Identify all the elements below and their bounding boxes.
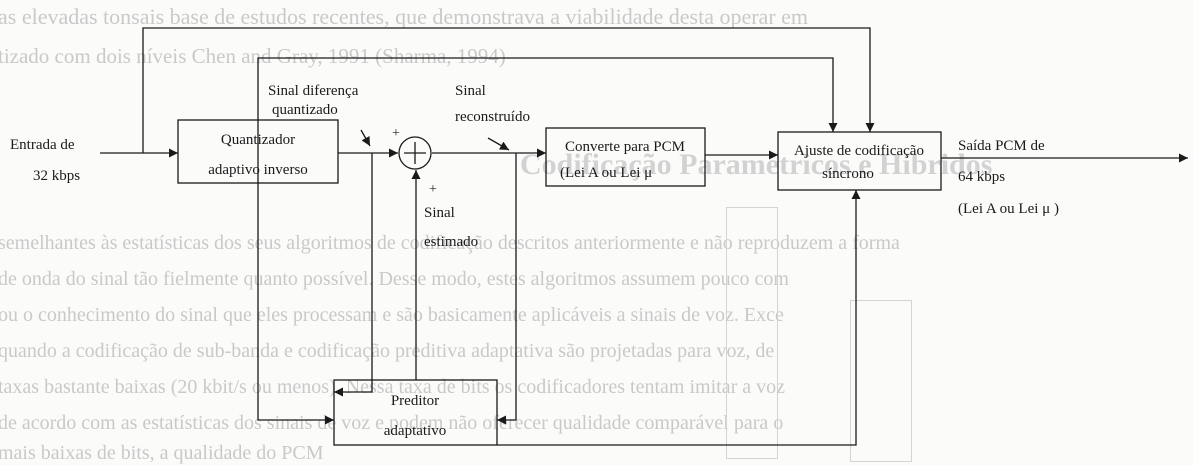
reconstructed-label-line2: reconstruído: [455, 109, 530, 125]
input-label-line1: Entrada de: [10, 137, 75, 153]
quantizer-block: [177, 119, 339, 184]
plus-sign-top: +: [392, 126, 400, 141]
converter-label-line1: Converte para PCM: [565, 139, 685, 155]
reconstructed-label-pointer: [487, 137, 510, 151]
diff-signal-label-line2: quantizado: [272, 102, 338, 118]
reconstructed-to-predictor-path: [497, 153, 517, 425]
predictor-label-line1: Preditor: [391, 393, 439, 409]
sync-label-line1: Ajuste de codificação: [794, 143, 924, 159]
converter-block: [545, 127, 706, 187]
diff-signal-path: [257, 57, 838, 153]
diff-to-predictor-path: [257, 153, 334, 425]
quantizer-to-predictor-path: [334, 153, 373, 397]
input-label-line2: 32 kbps: [33, 168, 80, 184]
reconstructed-label-line1: Sinal: [455, 83, 486, 99]
plus-sign-bottom: +: [429, 182, 437, 197]
estimated-label-line2: estimado: [424, 234, 478, 250]
sync-label-line2: síncrono: [822, 166, 874, 182]
quantizer-label-line2: adaptivo inverso: [208, 162, 308, 178]
quantizer-label-line1: Quantizador: [221, 132, 295, 148]
sync-block: [777, 131, 942, 191]
converter-label-line2: (Lei A ou Lei μ: [560, 165, 652, 181]
predictor-label-line2: adaptativo: [384, 423, 446, 439]
diff-label-pointer: [360, 129, 371, 147]
predictor-block: [333, 379, 498, 446]
estimated-label-line1: Sinal: [424, 205, 455, 221]
summer-circle: [398, 136, 432, 170]
predictor-to-sync-path: [497, 190, 861, 446]
diff-signal-label-line1: Sinal diferença: [268, 83, 359, 99]
output-label-line2: 64 kbps: [958, 169, 1005, 185]
output-label-line3: (Lei A ou Lei μ ): [958, 201, 1059, 217]
input-bypass-path: [142, 27, 875, 153]
output-label-line1: Saída PCM de: [958, 138, 1045, 154]
